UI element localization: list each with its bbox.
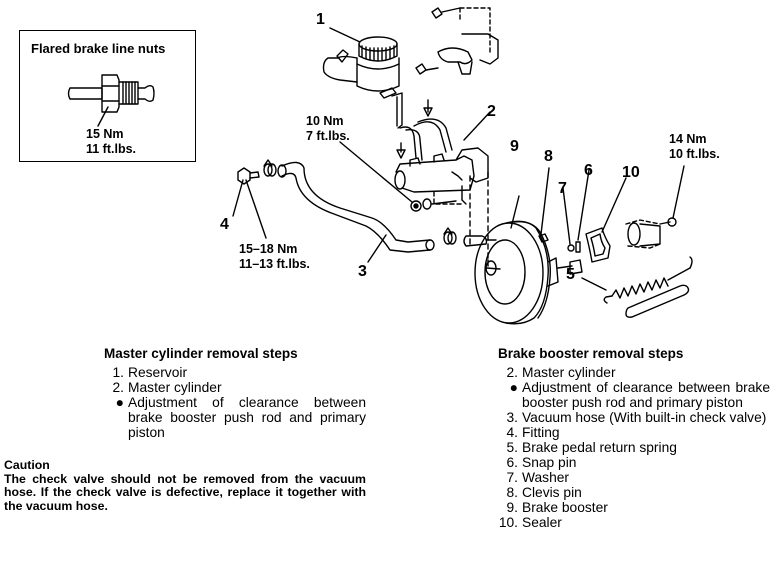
guide-lines: [469, 171, 489, 261]
inset-torque: 15 Nm 11 ft.lbs.: [86, 127, 136, 157]
torque-nm: 15–18 Nm: [239, 242, 298, 256]
sealer-illustration: [585, 177, 627, 263]
brake-booster-illustration: [463, 195, 583, 325]
torque-booster-nut: 14 Nm 10 ft.lbs.: [669, 132, 720, 162]
list-item: 1. Reservoir: [104, 365, 366, 380]
callout-3-vacuum-hose: 3: [358, 263, 367, 280]
torque-nm: 10 Nm: [306, 114, 344, 128]
master-cylinder-steps: Master cylinder removal steps 1. Reservo…: [104, 346, 366, 440]
step-text: Clevis pin: [522, 485, 582, 500]
torque-ftlbs: 7 ft.lbs.: [306, 129, 350, 143]
step-text: Sealer: [522, 515, 562, 530]
torque-fitting: 15–18 Nm 11–13 ft.lbs.: [239, 242, 310, 272]
step-text: Snap pin: [522, 455, 577, 470]
master-cylinder-nuts: [339, 141, 457, 212]
inset-torque-ftlbs: 11 ft.lbs.: [86, 142, 137, 156]
step-marker: 2.: [506, 365, 518, 380]
callout-7-washer: 7: [558, 180, 567, 197]
caution-body: The check valve should not be removed fr…: [4, 471, 366, 513]
step-marker: 8.: [506, 485, 518, 500]
step-text: Adjustment of clearance between brake bo…: [522, 380, 770, 410]
list-item: 5. Brake pedal return spring: [498, 440, 770, 455]
list-item: 8. Clevis pin: [498, 485, 770, 500]
torque-nm: 14 Nm: [669, 132, 707, 146]
step-text: Fitting: [522, 425, 560, 440]
step-marker: 9.: [506, 500, 518, 515]
brake-booster-steps-title: Brake booster removal steps: [498, 346, 684, 361]
callout-9-brake-booster: 9: [510, 138, 519, 155]
torque-ftlbs: 10 ft.lbs.: [669, 147, 720, 161]
step-text: Master cylinder: [522, 365, 616, 380]
step-text: Adjustment of clearance between brake bo…: [128, 395, 366, 440]
hose-clamps: [263, 159, 457, 245]
step-marker: ●: [115, 395, 124, 410]
step-marker: 1.: [112, 365, 124, 380]
step-text: Brake pedal return spring: [522, 440, 677, 455]
fitting-illustration: [232, 167, 267, 239]
callout-10-sealer: 10: [622, 164, 640, 181]
reservoir-hoses: [399, 118, 453, 161]
list-item: 9. Brake booster: [498, 500, 770, 515]
list-item: ● Adjustment of clearance between brake …: [104, 395, 366, 440]
caution-title: Caution: [4, 458, 50, 472]
return-spring-illustration: [581, 256, 693, 318]
callout-2-master-cylinder: 2: [487, 103, 496, 120]
list-item: 3. Vacuum hose (With built-in check valv…: [498, 410, 770, 425]
caution-note: Caution The check valve should not be re…: [4, 458, 366, 513]
list-item: ● Adjustment of clearance between brake …: [498, 380, 770, 410]
bracket-illustration: [415, 7, 499, 75]
step-text: Brake booster: [522, 500, 608, 515]
torque-ftlbs: 11–13 ft.lbs.: [239, 257, 310, 271]
step-marker: 4.: [506, 425, 518, 440]
list-item: 4. Fitting: [498, 425, 770, 440]
flared-nut-illustration: [67, 74, 155, 127]
callout-1-reservoir: 1: [316, 11, 325, 28]
callout-8-clevis-pin: 8: [544, 148, 553, 165]
brake-booster-steps: Brake booster removal steps 2. Master cy…: [498, 346, 770, 530]
step-marker: 3.: [506, 410, 518, 425]
step-marker: 10.: [498, 515, 518, 530]
step-marker: 2.: [112, 380, 124, 395]
list-item: 2. Master cylinder: [498, 365, 770, 380]
reservoir-illustration: [322, 27, 403, 129]
step-marker: 7.: [506, 470, 518, 485]
callout-5-return-spring: 5: [566, 266, 575, 283]
flared-nut-inset: Flared brake line nuts: [19, 30, 196, 162]
clevis-pin-washer-snap-pin: [538, 167, 590, 253]
step-marker: 5.: [506, 440, 518, 455]
pedal-bracket-illustration: [625, 165, 685, 249]
step-marker: 6.: [506, 455, 518, 470]
master-cylinder-steps-title: Master cylinder removal steps: [104, 346, 298, 361]
callout-4-fitting: 4: [220, 216, 229, 233]
reservoir-bolts: [396, 99, 433, 159]
step-text: Vacuum hose (With built-in check valve): [522, 410, 767, 425]
step-text: Washer: [522, 470, 570, 485]
vacuum-hose-illustration: [277, 161, 435, 263]
list-item: 10. Sealer: [498, 515, 770, 530]
torque-master-cylinder-nut: 10 Nm 7 ft.lbs.: [306, 114, 350, 144]
inset-torque-nm: 15 Nm: [86, 127, 124, 141]
step-text: Master cylinder: [128, 380, 222, 395]
list-item: 6. Snap pin: [498, 455, 770, 470]
step-text: Reservoir: [128, 365, 188, 380]
step-marker: ●: [509, 380, 518, 395]
callout-6-snap-pin: 6: [584, 162, 593, 179]
list-item: 7. Washer: [498, 470, 770, 485]
list-item: 2. Master cylinder: [104, 380, 366, 395]
master-cylinder-illustration: [394, 111, 491, 205]
inset-title: Flared brake line nuts: [31, 41, 166, 56]
